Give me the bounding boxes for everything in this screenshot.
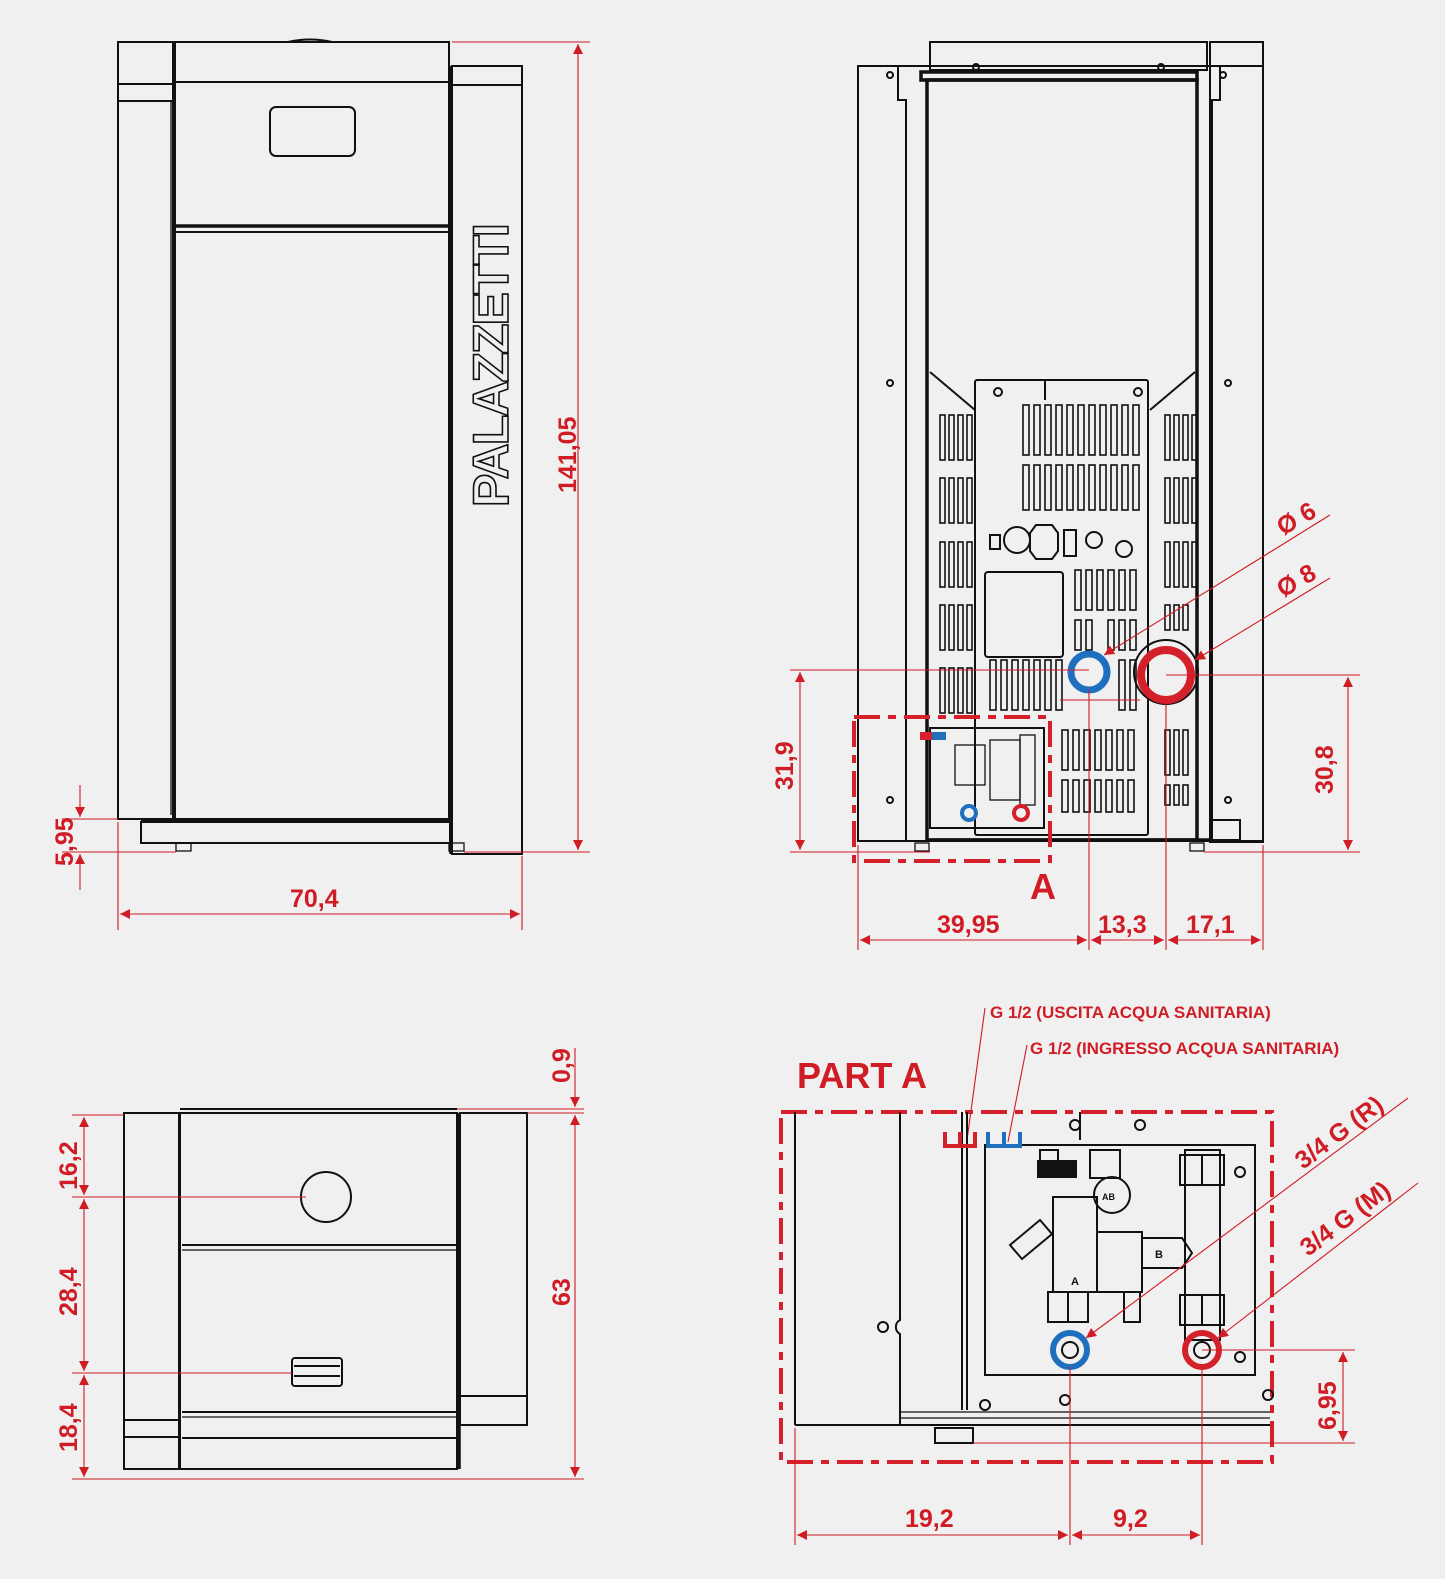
label-outlet: G 1/2 (USCITA ACQUA SANITARIA) bbox=[990, 1003, 1271, 1022]
dim-part-a-bottom-1: 19,2 bbox=[905, 1505, 954, 1533]
dim-left-height: 31,9 bbox=[771, 741, 799, 790]
label-return: 3/4 G (R) bbox=[1290, 1091, 1389, 1175]
part-a-title: PART A bbox=[797, 1055, 927, 1096]
dim-foot-height: 5,95 bbox=[51, 817, 79, 866]
dim-top-offset: 0,9 bbox=[548, 1048, 576, 1083]
dim-bottom-2: 13,3 bbox=[1098, 911, 1147, 939]
valve-mark-a: A bbox=[1071, 1276, 1079, 1288]
detail-a-label: A bbox=[1030, 866, 1056, 907]
dim-part-a-height: 6,95 bbox=[1314, 1381, 1342, 1430]
rear-view: A Ø 6 Ø 8 31,9 30,8 39,95 13,3 17,1 bbox=[771, 41, 1360, 950]
brand-logo: PALAZZETTI bbox=[463, 225, 519, 507]
part-a-view: PART A G 1/2 (USCITA ACQUA SANITARIA) G … bbox=[779, 1003, 1419, 1545]
air-inlet-pipe bbox=[1067, 650, 1111, 694]
front-view: PALAZZETTI 141,05 5,95 70,4 bbox=[51, 38, 590, 930]
flue-collar bbox=[300, 1171, 352, 1223]
detail-a-box bbox=[852, 715, 1052, 863]
dim-diam-small: Ø 6 bbox=[1272, 497, 1321, 541]
power-socket bbox=[1029, 524, 1059, 560]
dim-height: 141,05 bbox=[554, 416, 582, 493]
foot bbox=[448, 842, 465, 852]
dim-width: 70,4 bbox=[290, 885, 339, 913]
dim-bottom-3: 17,1 bbox=[1186, 911, 1235, 939]
dim-seg-2: 28,4 bbox=[55, 1267, 83, 1316]
dim-part-a-bottom-2: 9,2 bbox=[1113, 1505, 1148, 1533]
valve-mark-b: B bbox=[1155, 1249, 1163, 1261]
part-a-box bbox=[779, 1110, 1274, 1464]
dim-seg-1: 16,2 bbox=[55, 1141, 83, 1190]
dim-seg-3: 18,4 bbox=[55, 1403, 83, 1452]
dim-diam-large: Ø 8 bbox=[1272, 559, 1321, 603]
foot bbox=[175, 842, 192, 852]
side-view: 16,2 28,4 18,4 0,9 63 bbox=[55, 1048, 584, 1480]
dim-depth: 63 bbox=[548, 1278, 576, 1306]
handle bbox=[291, 1357, 343, 1387]
vent-slots bbox=[939, 404, 1198, 813]
label-flow: 3/4 G (M) bbox=[1295, 1176, 1396, 1262]
rear-panel bbox=[974, 379, 1149, 836]
dim-bottom-1: 39,95 bbox=[937, 911, 1000, 939]
valve-mark-ab: AB bbox=[1102, 1192, 1115, 1202]
label-inlet: G 1/2 (INGRESSO ACQUA SANITARIA) bbox=[1030, 1039, 1339, 1058]
return-port bbox=[1050, 1330, 1090, 1370]
display-window bbox=[269, 106, 356, 157]
dim-right-height: 30,8 bbox=[1311, 745, 1339, 794]
